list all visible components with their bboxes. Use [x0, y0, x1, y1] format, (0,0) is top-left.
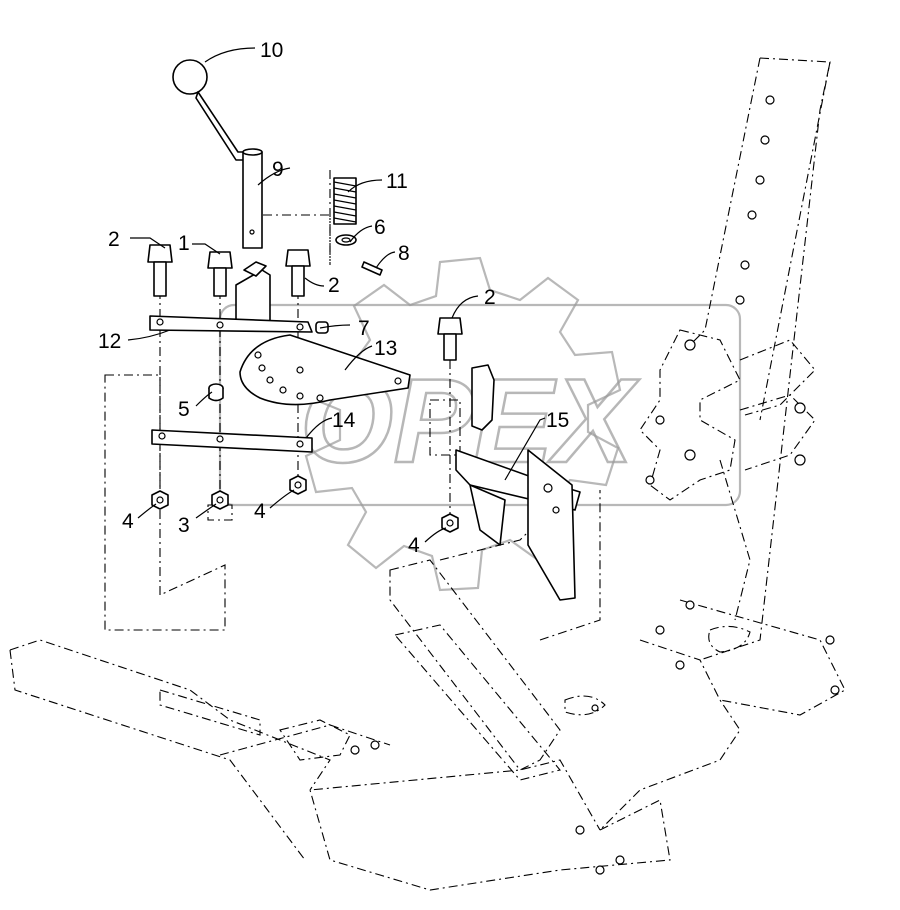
support-bracket-part-15: [455, 364, 581, 601]
sector-plate-part-13: [239, 334, 411, 406]
callout-leaders: [127, 47, 546, 543]
callout-4-middle: 4: [254, 500, 266, 523]
plate-part-12: [149, 315, 313, 333]
nut-part-4-right: [441, 513, 459, 533]
bolt-part-2-middle: [285, 249, 311, 297]
callout-13: 13: [374, 337, 397, 360]
callout-labels: 10 9 11 6 8 2 1 2 2 12 7 13 5 14 15 4 3 …: [98, 39, 569, 557]
washer-part-6: [335, 234, 357, 246]
callout-7: 7: [358, 317, 370, 340]
lever-knob-part-10: [172, 59, 259, 161]
plate-part-14: [151, 429, 313, 453]
lever-rod-part-9: [242, 148, 263, 249]
callout-3: 3: [178, 514, 190, 537]
callout-4-right: 4: [408, 534, 420, 557]
callout-14: 14: [332, 409, 356, 432]
callout-8: 8: [398, 242, 410, 265]
nut-part-3: [211, 490, 229, 510]
callout-10: 10: [260, 39, 283, 62]
callout-12: 12: [98, 330, 121, 353]
callout-9: 9: [272, 158, 284, 181]
nut-part-4-left: [151, 490, 169, 510]
callout-6: 6: [374, 216, 386, 239]
callout-4-left: 4: [122, 510, 134, 533]
callout-2-right: 2: [484, 286, 496, 309]
callout-11: 11: [386, 170, 408, 193]
bolt-part-1: [207, 251, 233, 297]
spacer-part-5: [208, 383, 224, 402]
bolt-part-2-left: [147, 244, 173, 297]
callout-2-middle: 2: [328, 274, 340, 297]
spring-part-11: [333, 177, 357, 225]
nut-part-4-middle: [289, 475, 307, 495]
tractor-frame: [9, 57, 846, 891]
callout-1: 1: [178, 232, 190, 255]
callout-5: 5: [178, 398, 190, 421]
callout-2-left: 2: [108, 228, 120, 251]
callout-15: 15: [546, 409, 569, 432]
bolt-part-2-right: [437, 317, 463, 361]
